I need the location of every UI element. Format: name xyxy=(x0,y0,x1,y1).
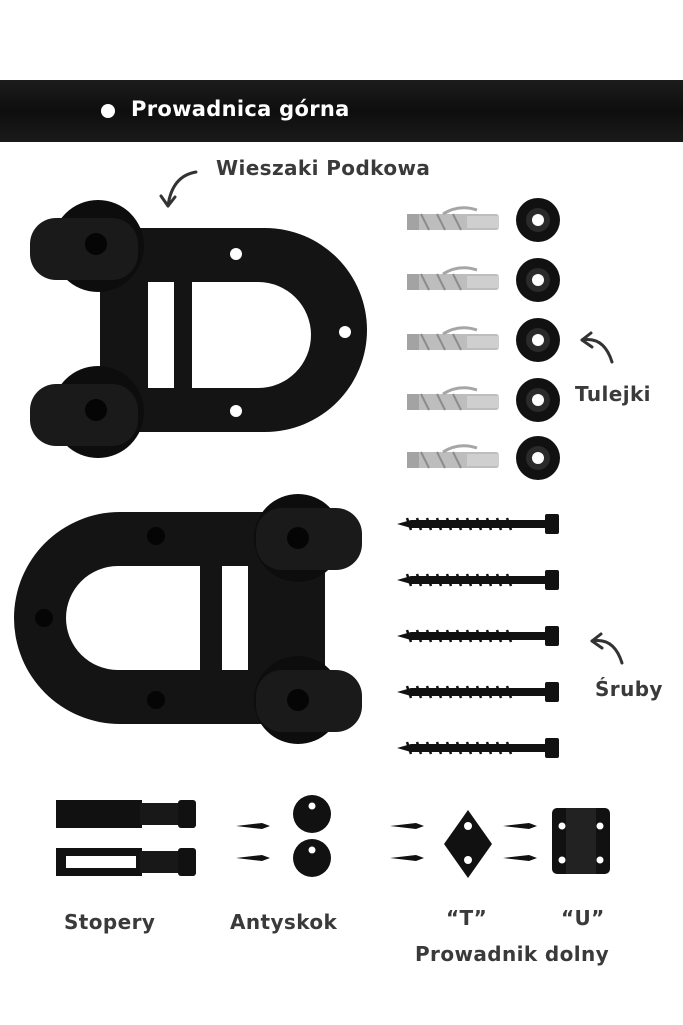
stopper-icon xyxy=(56,800,196,876)
wall-anchor-icon xyxy=(405,386,501,412)
u-guide-label: “U” xyxy=(561,906,605,930)
curved-arrow-icon xyxy=(590,632,624,665)
screws-label: Śruby xyxy=(595,677,663,701)
curved-arrow-icon xyxy=(166,170,198,208)
lag-screw-icon xyxy=(395,624,561,648)
lag-screw-icon xyxy=(395,680,561,704)
anti-jump-disc-icon xyxy=(236,795,331,877)
spacer-washer-icon xyxy=(516,378,560,422)
spacer-washer-icon xyxy=(516,198,560,242)
spacer-washer-icon xyxy=(516,318,560,362)
lag-screw-icon xyxy=(395,568,561,592)
spacer-washer-icon xyxy=(516,258,560,302)
wall-anchor-icon xyxy=(405,206,501,232)
t-floor-guide-icon xyxy=(390,810,492,878)
floor-guide-label: Prowadnik dolny xyxy=(415,942,610,966)
horseshoe-hanger-icon xyxy=(30,200,367,458)
lag-screw-icon xyxy=(395,512,561,536)
t-guide-label: “T” xyxy=(446,906,488,930)
u-floor-guide-icon xyxy=(503,808,610,874)
sleeves-label: Tulejki xyxy=(575,382,651,406)
lag-screw-icon xyxy=(395,736,561,760)
banner-title: Prowadnica górna xyxy=(131,97,350,121)
wall-anchor-icon xyxy=(405,326,501,352)
spacer-washer-icon xyxy=(516,436,560,480)
curved-arrow-icon xyxy=(580,331,614,364)
wall-anchor-icon xyxy=(405,266,501,292)
bullet-dot xyxy=(101,104,115,118)
hangers-label: Wieszaki Podkowa xyxy=(216,156,431,180)
wall-anchor-icon xyxy=(405,444,501,470)
horseshoe-hanger-icon xyxy=(14,494,362,744)
antijump-label: Antyskok xyxy=(230,910,338,934)
stoppers-label: Stopery xyxy=(64,910,156,934)
